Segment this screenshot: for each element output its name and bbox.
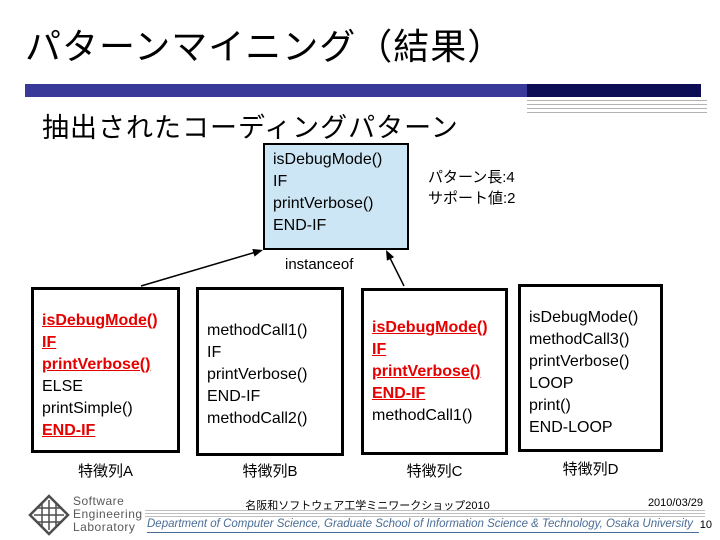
code-line: methodCall3()	[529, 331, 630, 348]
code-line: print()	[529, 397, 571, 414]
code-line: IF	[42, 334, 57, 351]
code-line: isDebugMode()	[42, 312, 158, 329]
code-line: isDebugMode()	[372, 319, 488, 336]
code-line: ELSE	[42, 378, 83, 395]
code-line: isDebugMode()	[529, 309, 639, 326]
code-line: END-IF	[372, 385, 426, 402]
code-line: printSimple()	[42, 400, 133, 417]
instanceof-label: instanceof	[285, 256, 354, 273]
footer-workshop-text: 名阪和ソフトウェア工学ミニワークショップ2010	[245, 500, 490, 512]
pattern-support-label: サポート値:2	[428, 190, 516, 207]
code-line: END-IF	[207, 388, 261, 405]
footer-lab-name-line: Laboratory	[73, 520, 136, 534]
feature-label-a: 特徴列A	[77, 463, 133, 480]
footer-page-number: 10	[699, 519, 712, 531]
pattern-length-label: パターン長:4	[428, 169, 515, 186]
pattern-box: isDebugMode() IF printVerbose() END-IF	[263, 143, 409, 250]
title-underline-bar-dark-segment	[527, 84, 701, 97]
code-line: printVerbose()	[207, 366, 308, 383]
footer-band: Department of Computer Science, Graduate…	[145, 510, 705, 536]
footer-lab-name-line: Software	[73, 494, 125, 508]
code-line: methodCall2()	[207, 410, 308, 427]
feature-box-b: methodCall1() IF printVerbose() END-IF m…	[196, 287, 344, 456]
code-line: END-LOOP	[529, 419, 613, 436]
pattern-code-line: isDebugMode()	[273, 151, 383, 168]
code-line: printVerbose()	[42, 356, 151, 373]
arrowhead-feature-c	[386, 250, 395, 261]
code-line: methodCall1()	[372, 407, 473, 424]
connector-line-feature-a	[140, 251, 257, 287]
footer-decorative-stripes	[145, 510, 705, 519]
pattern-metrics: パターン長:4 サポート値:2	[428, 167, 516, 209]
footer-lab-name: Software Engineering Laboratory	[73, 495, 143, 534]
pattern-code-line: END-IF	[273, 217, 327, 234]
title-underline-bar	[25, 84, 527, 97]
feature-box-d: isDebugMode() methodCall3() printVerbose…	[518, 284, 663, 452]
feature-box-a: isDebugMode() IF printVerbose() ELSE pri…	[31, 287, 180, 453]
footer-date: 2010/03/29	[647, 497, 703, 509]
code-line: methodCall1()	[207, 322, 308, 339]
code-line: IF	[372, 341, 387, 358]
feature-label-b: 特徴列B	[242, 463, 298, 480]
feature-box-c: isDebugMode() IF printVerbose() END-IF m…	[361, 288, 508, 455]
decorative-stripes	[527, 100, 707, 114]
pattern-code-line: IF	[273, 173, 288, 190]
feature-label-c: 特徴列C	[406, 463, 463, 480]
connector-line-feature-c	[388, 255, 405, 287]
code-line: END-IF	[42, 422, 96, 439]
code-line: printVerbose()	[529, 353, 630, 370]
footer-lab-name-line: Engineering	[73, 507, 143, 521]
code-line: LOOP	[529, 375, 574, 392]
pattern-code-line: printVerbose()	[273, 195, 374, 212]
code-line: printVerbose()	[372, 363, 481, 380]
laboratory-logo-icon	[28, 494, 70, 536]
feature-label-d: 特徴列D	[562, 461, 619, 478]
code-line: IF	[207, 344, 222, 361]
page-title: パターンマイニング（結果）	[25, 26, 505, 67]
footer-affiliation: Department of Computer Science, Graduate…	[147, 518, 699, 533]
arrowhead-feature-a	[252, 249, 263, 257]
section-heading: 抽出されたコーディングパターン	[42, 113, 459, 143]
